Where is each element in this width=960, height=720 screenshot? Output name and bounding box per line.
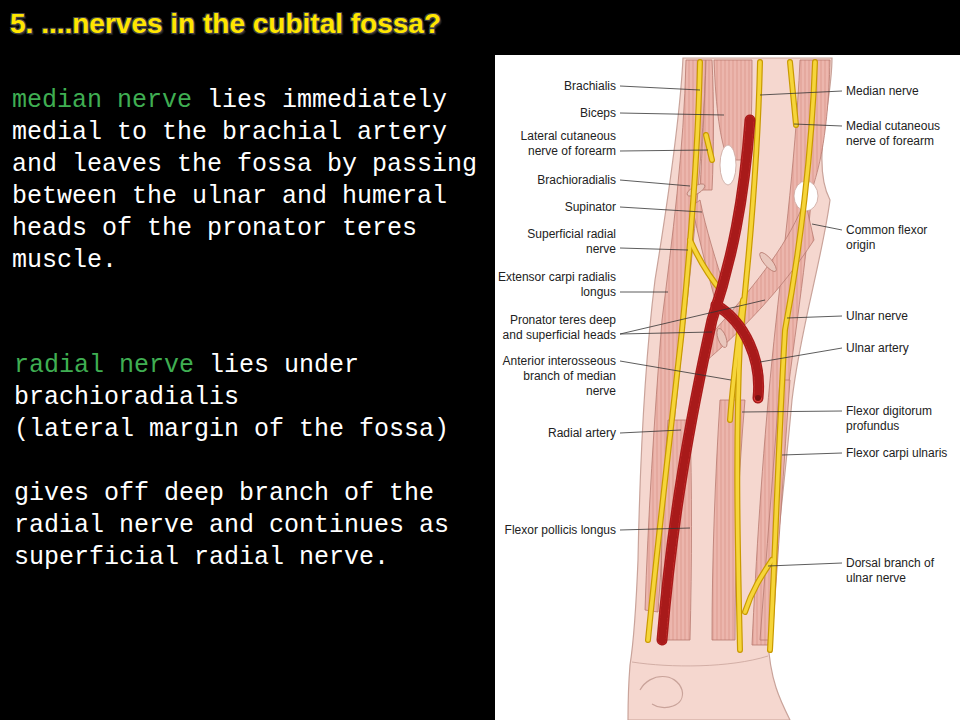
- nerve-edge: [745, 560, 772, 612]
- anatomy-label: Medial cutaneous nerve of forearm: [846, 119, 956, 149]
- leader-lines: [812, 224, 842, 230]
- nerve-edge: [770, 62, 815, 650]
- body-text: (lateral margin of the fossa): [14, 415, 449, 444]
- flexor-muscles: [752, 60, 830, 645]
- arteries: [662, 120, 761, 640]
- body-paragraph: median nerve lies immediately medial to …: [12, 85, 478, 277]
- leader-lines: [620, 113, 724, 115]
- forearm-outline: [628, 58, 832, 720]
- nerve-fill: [706, 135, 712, 160]
- leader-lines: [742, 411, 842, 412]
- anatomy-label: Biceps: [497, 106, 616, 121]
- artery-edge: [662, 120, 750, 640]
- body-text: gives off deep branch of the radial nerv…: [14, 479, 449, 572]
- leader-lines: [620, 86, 700, 90]
- leader-lines: [620, 180, 690, 186]
- anatomy-label: Pronator teres deep and superficial head…: [497, 313, 616, 343]
- leader-lines: [620, 150, 708, 151]
- leader-lines: [620, 300, 765, 334]
- leader-lines: [782, 453, 842, 455]
- leader-lines: [620, 207, 702, 212]
- nerve-fill: [770, 62, 815, 650]
- leader-lines: [620, 528, 690, 530]
- anatomy-label: Flexor pollicis longus: [497, 523, 616, 538]
- anatomy-label: Extensor carpi radialis longus: [497, 270, 616, 300]
- anatomy-label: Median nerve: [846, 84, 956, 99]
- anatomy-label: Supinator: [497, 200, 616, 215]
- artery-rings: [716, 305, 759, 398]
- leader-lines: [760, 348, 842, 362]
- tendon-slip: [715, 327, 729, 349]
- anatomy-label: Radial artery: [497, 426, 616, 441]
- body-paragraph: radial nerve lies under brachioradialis: [14, 350, 480, 414]
- leader-lines: [620, 248, 688, 250]
- artery-edge: [716, 305, 759, 398]
- nerve-term: median nerve: [12, 86, 192, 115]
- anatomy-label: Common flexor origin: [846, 223, 956, 253]
- nerve-fill: [690, 240, 722, 292]
- body-paragraph: (lateral margin of the fossa): [14, 414, 480, 446]
- nerve-fill: [745, 560, 772, 612]
- nerve-term: radial nerve: [14, 351, 194, 380]
- body-paragraph: gives off deep branch of the radial nerv…: [14, 478, 480, 574]
- anatomy-label: Brachioradialis: [497, 173, 616, 188]
- leader-lines: [620, 361, 731, 380]
- anatomy-label: Brachialis: [497, 79, 616, 94]
- leader-lines: [620, 292, 668, 293]
- anatomy-label: Flexor digitorum profundus: [846, 404, 956, 434]
- hand-outline: [640, 677, 682, 708]
- leader-lines: [794, 124, 842, 126]
- nerve-edge: [690, 240, 722, 292]
- artery-fill: [716, 305, 759, 398]
- anatomy-label: Dorsal branch of ulnar nerve: [846, 556, 956, 586]
- anatomy-label: Flexor carpi ulnaris: [846, 446, 956, 461]
- artery-rings: [662, 120, 759, 640]
- nerve-edge: [706, 135, 712, 160]
- artery-fill: [662, 120, 759, 640]
- white-panel: [495, 55, 960, 720]
- leader-lines: [620, 332, 712, 334]
- anatomy-label: Lateral cutaneous nerve of forearm: [497, 129, 616, 159]
- slide-title: 5. ....nerves in the cubital fossa?: [10, 8, 441, 40]
- artery-fill: [662, 120, 750, 640]
- anatomy-label: Superficial radial nerve: [497, 227, 616, 257]
- anatomy-label: Ulnar artery: [846, 341, 956, 356]
- wrist-line: [632, 656, 768, 666]
- leader-lines: [768, 563, 842, 566]
- leader-lines: [760, 91, 842, 95]
- anatomy-label: Ulnar nerve: [846, 309, 956, 324]
- leader-lines: [620, 86, 842, 566]
- forearm-drawing: [628, 58, 832, 720]
- biceps-tendon: [720, 145, 736, 185]
- anatomy-label: Anterior interosseous branch of median n…: [497, 354, 616, 399]
- leader-lines: [620, 430, 681, 433]
- tendon-slip: [757, 250, 779, 274]
- leader-lines: [787, 316, 842, 318]
- artery-rings: [662, 120, 750, 640]
- artery-edge: [662, 120, 759, 640]
- artery-end: [755, 395, 761, 401]
